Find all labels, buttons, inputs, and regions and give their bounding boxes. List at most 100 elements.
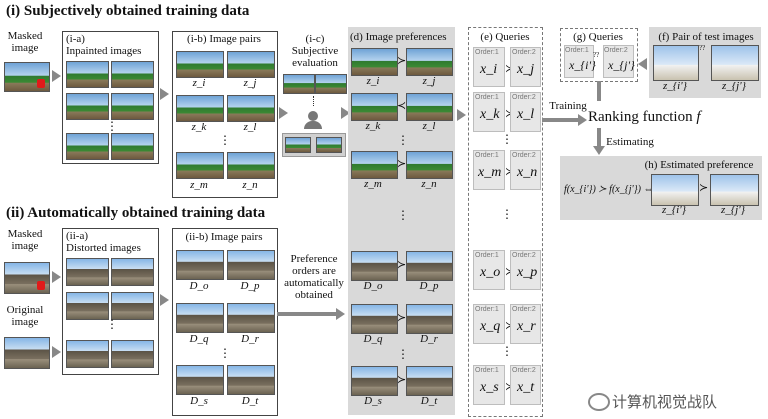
order-label: Order:1: [475, 94, 499, 101]
query-relation: ≻: [505, 165, 514, 178]
f-title: (f) Pair of test images: [658, 31, 754, 43]
pair-label: D_o: [363, 280, 383, 292]
masked-image: [4, 62, 50, 92]
query-box: [473, 92, 505, 132]
inpainted-image: [66, 61, 109, 88]
query-box: [473, 365, 505, 405]
query-box: [473, 250, 505, 290]
query-variable: x_{i'}: [569, 58, 596, 72]
order-label: Order:2: [512, 306, 536, 313]
vertical-ellipsis: ⋮: [501, 344, 513, 358]
query-variable: x_t: [517, 380, 535, 395]
ranking-text: Ranking function: [588, 109, 693, 125]
pair-label: D_p: [240, 280, 260, 292]
preference-image: [351, 251, 398, 281]
pair-label: D_r: [241, 333, 259, 345]
vertical-ellipsis: ⋮: [397, 133, 409, 147]
order-label: Order:2: [512, 152, 536, 159]
query-box: [510, 47, 541, 87]
estimated-formula: f(x_{i'}) ≻ f(x_{j'}) ⇔: [564, 184, 654, 195]
monitor-image: [285, 137, 311, 153]
estimated-relation: ≻: [699, 182, 709, 194]
order-label: Order:1: [475, 306, 499, 313]
pair-image: [227, 303, 275, 333]
pair-label: z_n: [242, 179, 258, 191]
estimated-image: [710, 174, 759, 206]
pair-label: z_i: [366, 75, 380, 87]
preference-relation: ≻: [397, 374, 407, 386]
query-box: [510, 365, 541, 405]
iib-label: (ii-b) Image pairs: [185, 231, 263, 243]
pair-image: [176, 365, 224, 395]
test-image: [653, 45, 699, 81]
e-title: (e) Queries: [480, 31, 530, 43]
vertical-ellipsis: ⋮: [397, 208, 409, 222]
estimated-image-label: z_{j'}: [721, 204, 745, 216]
preference-relation: ≻: [397, 259, 407, 271]
pair-label: D_q: [189, 333, 209, 345]
unknown-order-mark: ??: [593, 51, 600, 59]
image-preferences-panel: [348, 27, 455, 415]
estimated-image-label: z_{i'}: [662, 204, 686, 216]
query-relation: ≻: [505, 62, 514, 75]
vertical-ellipsis: ⋮: [501, 207, 513, 221]
query-box: [564, 45, 594, 78]
distorted-image: [66, 292, 109, 320]
pair-label: D_r: [420, 333, 438, 345]
ranking-function-label: Ranking function f: [588, 109, 701, 126]
preference-image: [406, 93, 453, 121]
test-image: [711, 45, 759, 81]
preference-image: [351, 366, 398, 396]
pair-label: z_n: [421, 178, 437, 190]
order-label: Order:2: [604, 47, 628, 54]
query-variable: x_j: [517, 62, 535, 77]
vertical-ellipsis: ⋮: [219, 133, 231, 147]
preference-image: [351, 93, 398, 121]
pair-label: z_k: [191, 121, 207, 133]
arrow-right-icon: [279, 107, 288, 119]
vertical-ellipsis: ⋮: [397, 347, 409, 361]
d-title: (d) Image preferences: [350, 31, 447, 43]
query-relation: ≻: [505, 319, 514, 332]
query-box: [510, 250, 541, 290]
arrow-right-icon: [52, 271, 61, 283]
monitor-image: [316, 137, 342, 153]
pair-label: z_m: [364, 178, 382, 190]
pair-label: D_s: [190, 395, 208, 407]
vertical-ellipsis: ⋮: [219, 346, 231, 360]
order-label: Order:2: [512, 94, 536, 101]
order-label: Order:2: [512, 49, 536, 56]
ia-title: Inpainted images: [66, 45, 142, 57]
pair-image: [227, 250, 275, 280]
preference-relation: ≺: [397, 100, 407, 112]
query-box: [510, 150, 541, 190]
query-relation: ≻: [505, 107, 514, 120]
evaluation-image: [283, 74, 315, 94]
arrow-left-icon: [638, 58, 647, 70]
arrow-right-icon: [336, 308, 345, 320]
preference-image: [406, 151, 453, 179]
inpainted-image: [111, 133, 154, 160]
preference-relation: ≻: [397, 55, 407, 67]
pair-image: [227, 152, 275, 179]
arrow-right-icon: [160, 88, 169, 100]
ia-label: (i-a): [66, 33, 85, 45]
ranking-symbol: f: [696, 109, 701, 125]
preference-relation: ≻: [397, 312, 407, 324]
query-box: [473, 47, 505, 87]
pair-label: z_j: [243, 77, 257, 89]
preference-relation: ≻: [397, 158, 407, 170]
pair-label: D_t: [241, 395, 259, 407]
query-box: [473, 150, 505, 190]
pair-image: [227, 95, 275, 122]
test-image-label: z_{i'}: [663, 80, 687, 92]
pair-label: z_l: [422, 120, 436, 132]
gaze-line: [313, 96, 315, 106]
pair-image: [176, 51, 224, 78]
preference-arrow: [277, 312, 337, 316]
distorted-image: [66, 258, 109, 286]
masked-image-label: Masked image: [7, 30, 43, 54]
iia-label: (ii-a): [66, 230, 88, 242]
arrow-right-icon: [160, 294, 169, 306]
order-label: Order:2: [512, 367, 536, 374]
